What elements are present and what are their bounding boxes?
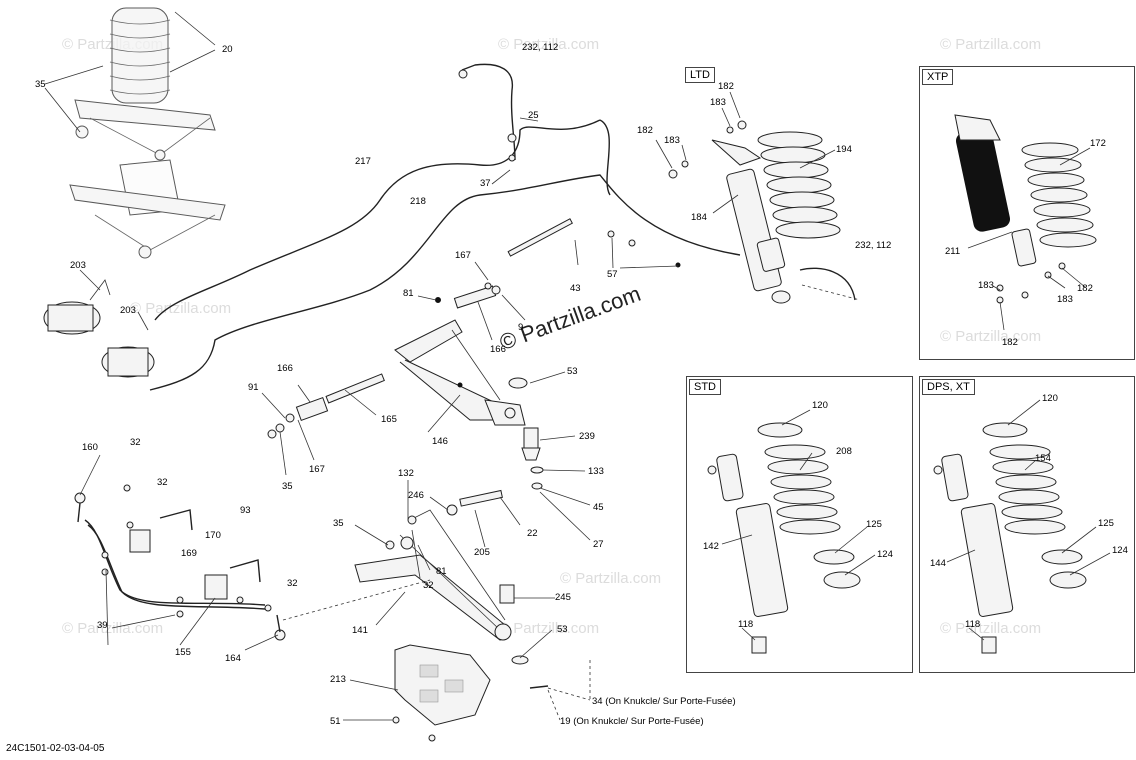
callout: 183 xyxy=(664,135,680,146)
callout: 169 xyxy=(181,548,197,559)
callout: 32 xyxy=(287,578,298,589)
note-knuckle-19: 19 (On Knukcle/ Sur Porte-Fusée) xyxy=(560,716,704,727)
callout: 22 xyxy=(527,528,538,539)
callout: 35 xyxy=(333,518,344,529)
callout: 51 xyxy=(330,716,341,727)
callout: 172 xyxy=(1090,138,1106,149)
box-std xyxy=(686,376,913,673)
callout: 203 xyxy=(120,305,136,316)
callout: 194 xyxy=(836,144,852,155)
callout: 39 xyxy=(97,620,108,631)
callout: 25 xyxy=(528,110,539,121)
box-dps-xt xyxy=(919,376,1135,673)
callout: 165 xyxy=(381,414,397,425)
callout: 133 xyxy=(588,466,604,477)
callout: 37 xyxy=(480,178,491,189)
box-ltd-label: LTD xyxy=(685,67,715,83)
box-std-label: STD xyxy=(689,379,721,395)
callout: 53 xyxy=(557,624,568,635)
callout: 118 xyxy=(738,619,754,630)
callout: 20 xyxy=(222,44,233,55)
callout: 125 xyxy=(866,519,882,530)
callout: 182 xyxy=(718,81,734,92)
callout: 170 xyxy=(205,530,221,541)
watermark: © Partzilla.com xyxy=(940,328,1042,345)
callout: 144 xyxy=(930,558,946,569)
callout: 32 xyxy=(157,477,168,488)
callout: 166 xyxy=(490,344,506,355)
watermark: © Partzilla.com xyxy=(130,300,232,317)
callout: 43 xyxy=(570,283,581,294)
callout: 182 xyxy=(1077,283,1093,294)
callout: 232, 112 xyxy=(522,42,559,53)
callout: 124 xyxy=(1112,545,1128,556)
callout: 125 xyxy=(1098,518,1114,529)
callout: 124 xyxy=(877,549,893,560)
callout: 239 xyxy=(579,431,595,442)
callout: 32 xyxy=(423,580,434,591)
callout: 211 xyxy=(945,246,961,257)
callout: 132 xyxy=(398,468,414,479)
callout: 182 xyxy=(637,125,653,136)
callout: 183 xyxy=(710,97,726,108)
note-knuckle-34: 34 (On Knukcle/ Sur Porte-Fusée) xyxy=(592,696,736,707)
callout: 246 xyxy=(408,490,424,501)
watermark: © Partzilla.com xyxy=(940,620,1042,637)
box-dps-xt-label: DPS, XT xyxy=(922,379,975,395)
watermark: © Partzilla.com xyxy=(62,620,164,637)
callout: 91 xyxy=(248,382,259,393)
callout: 155 xyxy=(175,647,191,658)
callout: 57 xyxy=(607,269,618,280)
callout: 146 xyxy=(432,436,448,447)
callout: 166 xyxy=(277,363,293,374)
callout: 35 xyxy=(35,79,46,90)
callout: 141 xyxy=(352,625,368,636)
watermark: © Partzilla.com xyxy=(940,36,1042,53)
callout: 81 xyxy=(403,288,414,299)
callout: 217 xyxy=(355,156,371,167)
watermark: © Partzilla.com xyxy=(498,36,600,53)
callout: 245 xyxy=(555,592,571,603)
callout: 27 xyxy=(593,539,604,550)
callout: 183 xyxy=(978,280,994,291)
callout: 203 xyxy=(70,260,86,271)
callout: 167 xyxy=(455,250,471,261)
callout: 205 xyxy=(474,547,490,558)
callout: 53 xyxy=(567,366,578,377)
box-ltd xyxy=(683,65,915,355)
callout: 213 xyxy=(330,674,346,685)
callout: 118 xyxy=(965,619,981,630)
callout: 183 xyxy=(1057,294,1073,305)
callout: 164 xyxy=(225,653,241,664)
callout: 167 xyxy=(309,464,325,475)
callout: 120 xyxy=(812,400,828,411)
callout: 32 xyxy=(130,437,141,448)
callout: 120 xyxy=(1042,393,1058,404)
callout: 154 xyxy=(1035,453,1051,464)
callout: 9 xyxy=(518,322,524,333)
box-xtp-label: XTP xyxy=(922,69,954,85)
callout: 35 xyxy=(282,481,293,492)
callout: 160 xyxy=(82,442,98,453)
callout: 218 xyxy=(410,196,426,207)
callout: 182 xyxy=(1002,337,1018,348)
callout: 45 xyxy=(593,502,604,513)
callout: 232, 112 xyxy=(855,240,892,251)
watermark: © Partzilla.com xyxy=(560,570,662,587)
diagram-id: 24C1501-02-03-04-05 xyxy=(6,743,105,754)
callout: 184 xyxy=(691,212,707,223)
watermark: © Partzilla.com xyxy=(498,620,600,637)
callout: 208 xyxy=(836,446,852,457)
callout: 81 xyxy=(436,566,447,577)
callout: 142 xyxy=(703,541,719,552)
callout: 93 xyxy=(240,505,251,516)
box-xtp xyxy=(919,66,1135,360)
